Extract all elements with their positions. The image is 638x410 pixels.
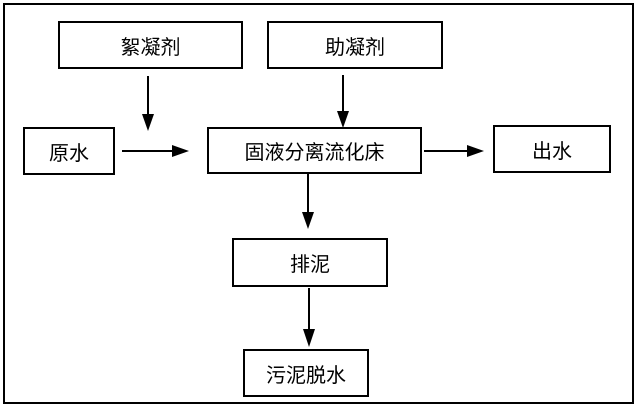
node-flocculant-label: 絮凝剂 — [120, 36, 181, 59]
node-coagulant-aid: 助凝剂 — [267, 21, 443, 69]
node-raw-water-label: 原水 — [49, 142, 89, 165]
node-sludge-dewatering: 污泥脱水 — [243, 349, 369, 397]
node-effluent-label: 出水 — [532, 140, 572, 163]
node-fluidized-bed: 固液分离流化床 — [207, 127, 422, 174]
node-coagulant-aid-label: 助凝剂 — [325, 36, 385, 59]
node-effluent: 出水 — [493, 125, 611, 173]
node-fluidized-bed-label: 固液分离流化床 — [244, 142, 385, 164]
node-sludge-dewatering-label: 污泥脱水 — [266, 364, 346, 387]
diagram-outer-frame — [3, 3, 634, 404]
node-raw-water: 原水 — [23, 127, 115, 175]
node-sludge-discharge-label: 排泥 — [290, 254, 330, 276]
node-sludge-discharge: 排泥 — [232, 238, 388, 287]
node-flocculant: 絮凝剂 — [58, 21, 243, 69]
